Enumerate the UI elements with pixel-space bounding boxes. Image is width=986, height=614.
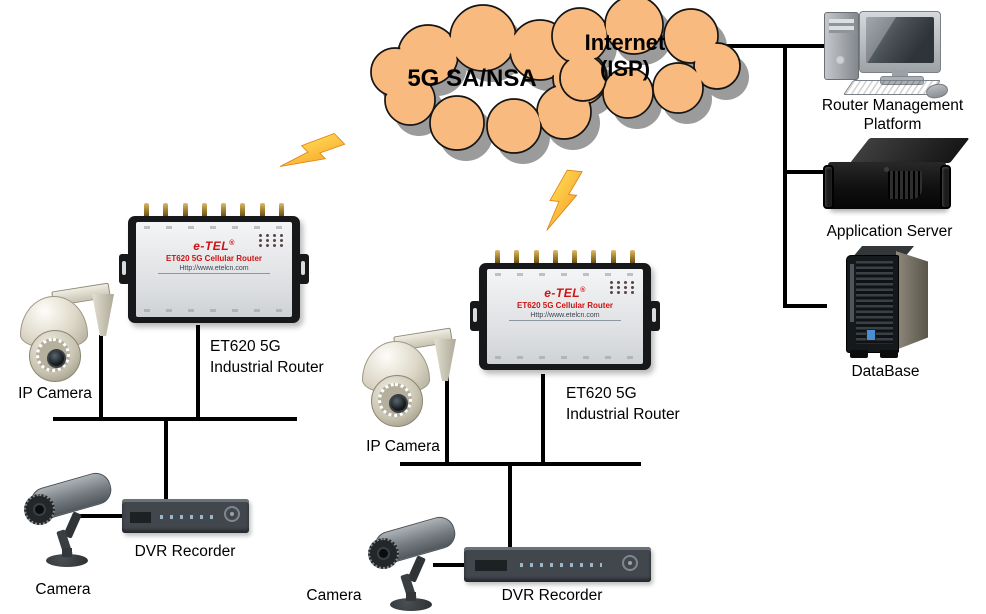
camera-1 xyxy=(16,466,132,572)
dvr-jog-dial xyxy=(621,554,638,571)
connection-line xyxy=(785,304,827,308)
connection-line xyxy=(164,421,168,502)
cloud-internet-label: Internet xyxy=(585,30,666,55)
computer-tower xyxy=(824,12,859,80)
lightning-bolt-icon xyxy=(279,132,346,167)
router-antennas xyxy=(479,250,651,263)
connection-line xyxy=(196,325,200,421)
router-led-grid xyxy=(610,281,634,294)
server-front-panel xyxy=(846,255,899,353)
connection-line xyxy=(53,417,297,421)
connection-line xyxy=(783,44,787,308)
ip-camera-1 xyxy=(14,282,116,388)
connection-line xyxy=(508,466,512,550)
router-1-label: ET620 5G Industrial Router xyxy=(210,338,324,376)
connection-line xyxy=(727,44,829,48)
application-server xyxy=(818,138,970,218)
camera-base xyxy=(46,548,88,567)
ip-camera-2-label: IP Camera xyxy=(366,438,440,455)
camera-bracket-wedge xyxy=(92,294,114,336)
router-antennas xyxy=(128,203,300,216)
router-url-text: Http://www.etelcn.com xyxy=(157,265,271,274)
router-logo: e-TEL® xyxy=(193,239,235,253)
camera-2-label: Camera xyxy=(306,587,362,604)
connection-line xyxy=(785,170,823,174)
camera-1-label: Camera xyxy=(35,581,91,598)
management-platform-label: Router Management Platform xyxy=(821,97,964,133)
dvr-buttons xyxy=(520,563,603,568)
mounting-tab xyxy=(649,301,660,331)
router-url-text: Http://www.etelcn.com xyxy=(508,312,622,321)
dvr-recorder-1 xyxy=(122,499,249,533)
server-handle xyxy=(823,165,834,209)
ip-camera-2 xyxy=(356,327,458,433)
camera-2 xyxy=(360,510,476,614)
lightning-bolt-icon xyxy=(546,169,583,231)
dvr-display xyxy=(475,560,507,572)
dvr-display xyxy=(129,511,152,523)
connection-line xyxy=(76,514,130,518)
management-computer xyxy=(814,6,950,101)
router-faceplate: e-TEL® ET620 5G Cellular Router Http://w… xyxy=(487,269,643,364)
router-faceplate: e-TEL® ET620 5G Cellular Router Http://w… xyxy=(136,222,292,317)
camera-lens xyxy=(47,349,66,368)
connection-line xyxy=(445,374,449,466)
dvr-recorder-2 xyxy=(464,547,651,582)
connection-line xyxy=(433,563,481,567)
camera-base xyxy=(390,592,432,611)
router-led-grid xyxy=(259,234,283,247)
server-emblem xyxy=(867,330,875,340)
router-model-text: ET620 5G Cellular Router xyxy=(516,301,614,310)
server-vent xyxy=(888,171,922,199)
database-server xyxy=(840,246,932,364)
connection-line xyxy=(541,374,545,466)
camera-lens xyxy=(368,538,399,569)
connection-line xyxy=(400,462,641,466)
camera-bracket-wedge xyxy=(434,339,456,381)
dvr-jog-dial xyxy=(224,506,241,523)
mounting-tab xyxy=(298,254,309,284)
application-server-label: Application Server xyxy=(826,223,953,240)
cloud-isp-label: (ISP) xyxy=(600,56,650,81)
database-label: DataBase xyxy=(851,363,920,380)
camera-lens xyxy=(389,394,408,413)
connection-line xyxy=(99,335,103,421)
dvr-2-label: DVR Recorder xyxy=(501,587,603,604)
router-model-text: ET620 5G Cellular Router xyxy=(165,254,263,263)
mounting-tab xyxy=(470,301,481,331)
computer-monitor xyxy=(859,11,941,73)
camera-lens xyxy=(24,494,55,525)
router-logo: e-TEL® xyxy=(544,286,586,300)
dvr-buttons xyxy=(160,514,216,519)
cloud-5g-label: 5G SA/NSA xyxy=(407,65,536,92)
industrial-router-2: e-TEL® ET620 5G Cellular Router Http://w… xyxy=(470,250,660,370)
router-2-label: ET620 5G Industrial Router xyxy=(566,385,680,423)
ip-camera-1-label: IP Camera xyxy=(18,385,92,402)
dvr-1-label: DVR Recorder xyxy=(134,543,236,560)
server-handle xyxy=(940,165,951,209)
industrial-router-1: e-TEL® ET620 5G Cellular Router Http://w… xyxy=(119,203,309,323)
internet-cloud: 5G SA/NSA Internet (ISP) xyxy=(370,0,749,164)
mounting-tab xyxy=(119,254,130,284)
